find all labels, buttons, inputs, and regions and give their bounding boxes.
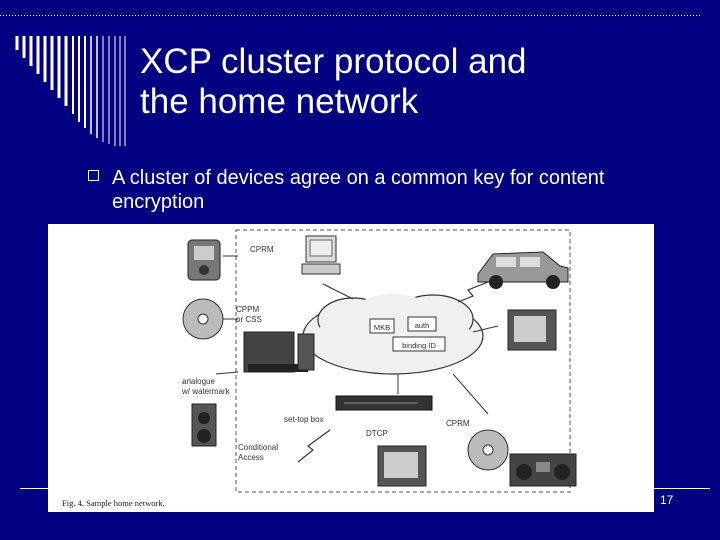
binding-id-box: [392, 336, 446, 352]
watermark-label: w/ watermark: [181, 387, 231, 396]
dtcp-label: DTCP: [366, 429, 388, 438]
portable-player-icon: [187, 239, 221, 281]
cd-icon: [182, 298, 224, 340]
bullet-item: A cluster of devices agree on a common k…: [88, 166, 688, 214]
cprm-top-label: CPRM: [250, 245, 274, 254]
speaker-icon: [191, 403, 217, 447]
dvd-player-icon: [243, 331, 315, 373]
set-top-box-label: set-top box: [284, 415, 324, 424]
cppm-label: CPPM: [236, 305, 259, 314]
page-number: 17: [660, 493, 674, 507]
home-boundary: [235, 229, 571, 493]
home-network-figure: MKB auth binding ID: [48, 224, 654, 512]
mkb-box: [369, 318, 395, 334]
binding-id-label: binding ID: [402, 341, 436, 350]
tv-icon: [507, 309, 557, 351]
cd-bottom-icon: [467, 429, 509, 471]
mkb-label: MKB: [374, 323, 390, 332]
conditional-label: Conditional: [238, 443, 278, 452]
decorative-vertical-lines: [15, 36, 126, 146]
broadcast-link-icon: [297, 429, 331, 463]
auth-box: [407, 316, 437, 332]
auth-label: auth: [415, 321, 430, 330]
boombox-icon: [509, 453, 577, 487]
set-top-box-icon: [335, 395, 433, 411]
bullet-text: A cluster of devices agree on a common k…: [112, 167, 605, 213]
slide-title: XCP cluster protocol and the home networ…: [140, 42, 700, 122]
square-bullet-icon: [88, 170, 99, 181]
access-label: Access: [238, 453, 264, 462]
wireless-link-icon: [457, 281, 489, 303]
top-rule: [0, 15, 700, 16]
cprm-bottom-label: CPRM: [446, 419, 470, 428]
title-line-1: XCP cluster protocol and: [140, 42, 527, 81]
figure-caption: Fig. 4. Sample home network.: [62, 498, 165, 508]
analogue-label: analogue: [182, 377, 215, 386]
tv-bottom-icon: [377, 445, 427, 487]
cloud-icon: [302, 294, 484, 375]
title-line-2: the home network: [140, 82, 419, 121]
pc-icon: [301, 235, 341, 275]
or-css-label: or CSS: [236, 315, 262, 324]
car-icon: [477, 251, 569, 289]
